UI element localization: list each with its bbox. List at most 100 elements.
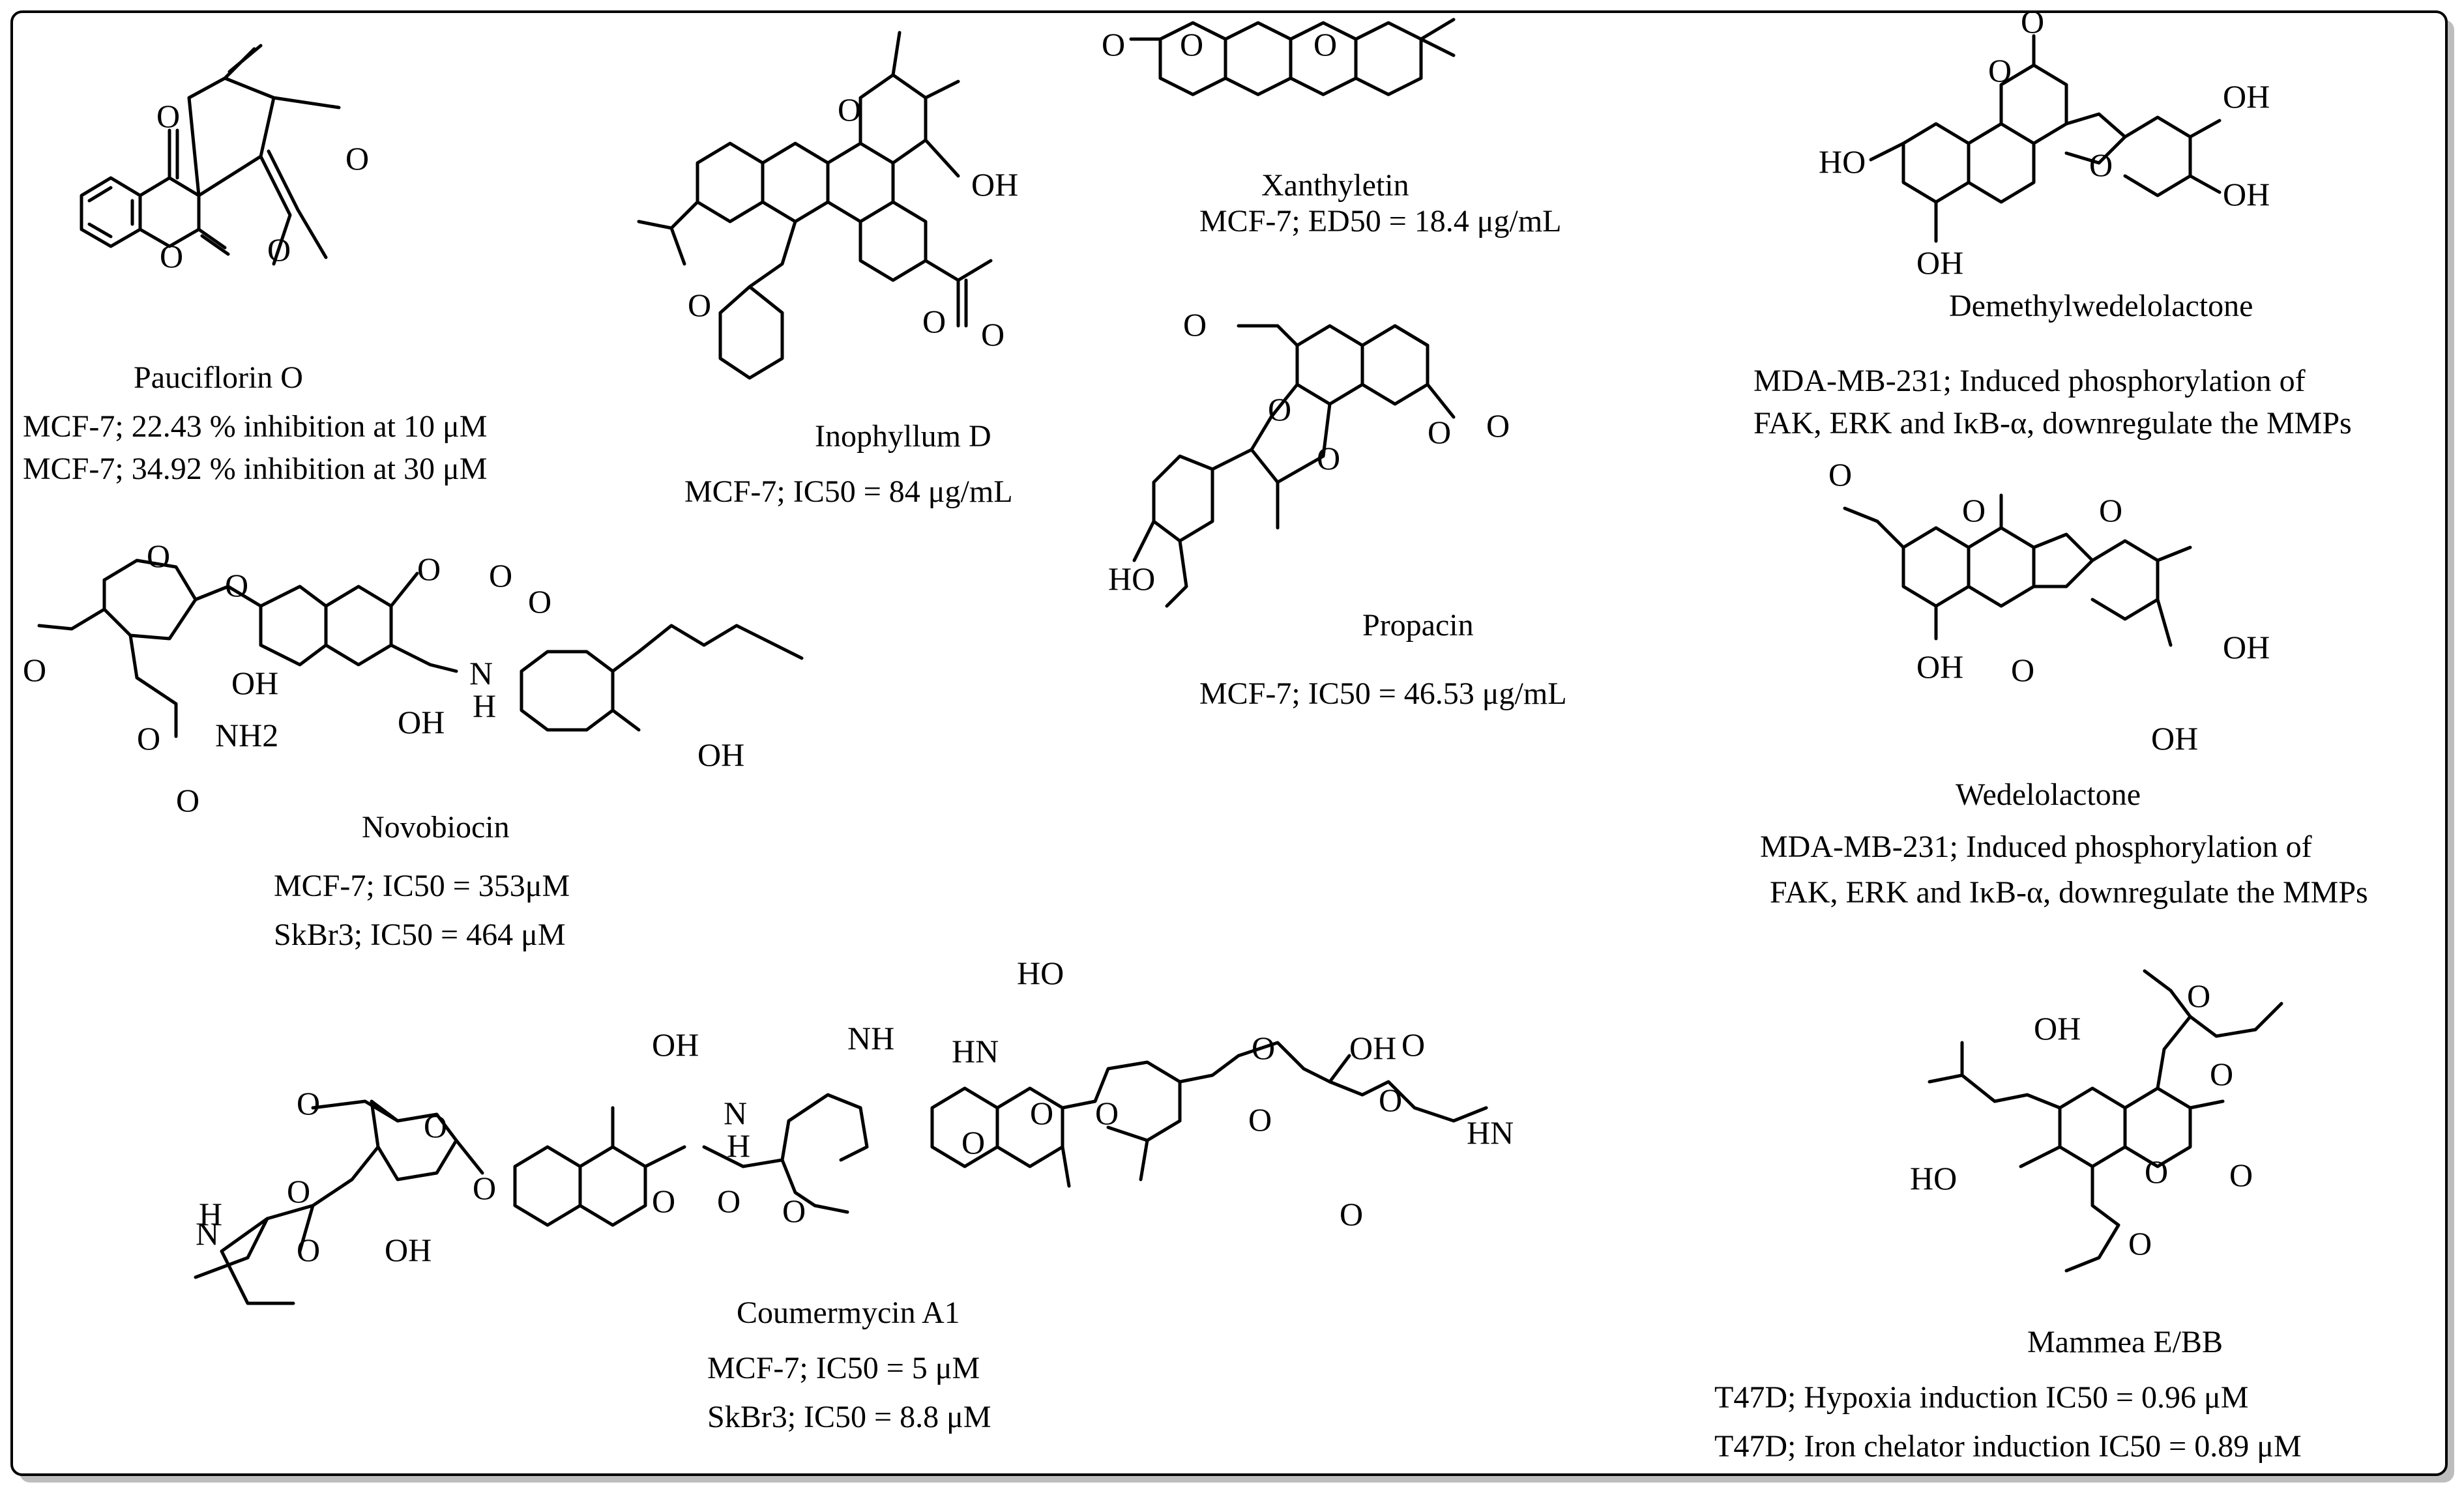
demethylwedelolactone-activity-1: MDA-MB-231; Induced phosphorylation of (1753, 364, 2306, 398)
coumermycin-a1-atom-o16: O (1340, 1196, 1363, 1232)
coumermycin-a1-atom-o11: O (1095, 1095, 1119, 1131)
novobiocin-atom-o2: O (225, 567, 248, 603)
propacin-atom-o1: O (1183, 306, 1207, 343)
xanthyletin-atom-o1: O (1102, 26, 1125, 63)
inophyllum-d-atom-o1: O (838, 91, 861, 128)
coumermycin-a1-name: Coumermycin A1 (737, 1296, 960, 1330)
inophyllum-d-atom-oh: OH (971, 166, 1018, 203)
propacin-atom-o3: O (1317, 440, 1340, 476)
pauciflorin-o-atom-o1: O (156, 98, 180, 134)
novobiocin-atom-o4: O (489, 557, 512, 594)
demethylwedelolactone-atom-oh2: OH (1916, 244, 1963, 281)
novobiocin-atom-oh1: OH (231, 665, 278, 701)
novobiocin-atom-nh2: NH2 (215, 717, 278, 753)
pauciflorin-o-activity-2: MCF-7; 34.92 % inhibition at 30 μM (23, 452, 487, 486)
coumermycin-a1-atom-o14: O (1401, 1026, 1425, 1063)
mammea-ebb-name: Mammea E/BB (2027, 1325, 2223, 1359)
xanthyletin-structure (1129, 18, 1456, 96)
mammea-ebb-atom-o4: O (2229, 1157, 2253, 1193)
wedelolactone-atom-o4: O (2011, 652, 2034, 688)
propacin-atom-o2: O (1268, 391, 1291, 427)
inophyllum-d-atom-o4: O (981, 316, 1005, 353)
mammea-ebb-activity-1: T47D; Hypoxia induction IC50 = 0.96 μM (1714, 1380, 2248, 1415)
novobiocin-activity-1: MCF-7; IC50 = 353μM (274, 869, 570, 903)
propacin-atom-o5: O (1486, 407, 1510, 444)
demethylwedelolactone-name: Demethylwedelolactone (1949, 289, 2253, 323)
demethylwedelolactone-atom-oh4: OH (2223, 176, 2270, 212)
pauciflorin-o-structure (80, 44, 341, 266)
propacin-structure (1132, 324, 1456, 608)
mammea-ebb-atom-o2: O (2210, 1056, 2233, 1092)
inophyllum-d-name: Inophyllum D (815, 419, 991, 454)
coumermycin-a1-atom-h2: H (727, 1127, 750, 1164)
novobiocin-atom-o3: O (417, 551, 441, 587)
wedelolactone-atom-oh1: OH (1916, 648, 1963, 685)
wedelolactone-activity-2: FAK, ERK and IκB-α, downregulate the MMP… (1770, 875, 2368, 910)
pauciflorin-o-activity-1: MCF-7; 22.43 % inhibition at 10 μM (23, 409, 487, 444)
demethylwedelolactone-atom-oh3: OH (2223, 78, 2270, 115)
propacin-name: Propacin (1362, 608, 1474, 643)
pauciflorin-o-atom-o3: O (160, 238, 183, 274)
demethylwedelolactone-atom-oh1: HO (1819, 143, 1866, 180)
propacin-atom-ho: HO (1108, 560, 1155, 597)
wedelolactone-name: Wedelolactone (1956, 777, 2141, 812)
novobiocin-atom-oh2: OH (398, 704, 445, 740)
xanthyletin-atom-o3: O (1313, 26, 1337, 63)
coumermycin-a1-atom-nh1: N (196, 1215, 219, 1252)
mammea-ebb-structure (1928, 969, 2283, 1273)
xanthyletin-atom-o2: O (1180, 26, 1203, 63)
coumermycin-a1-atom-o5: O (473, 1170, 496, 1206)
coumermycin-a1-atom-o9: O (961, 1124, 985, 1161)
novobiocin-atom-o7: O (137, 720, 160, 757)
coumermycin-a1-atom-o12: O (1252, 1030, 1275, 1066)
novobiocin-activity-2: SkBr3; IC50 = 464 μM (274, 918, 566, 952)
propacin-activity-1: MCF-7; IC50 = 46.53 μg/mL (1199, 676, 1567, 711)
inophyllum-d-atom-o3: O (922, 303, 946, 340)
novobiocin-atom-h: H (473, 688, 496, 724)
wedelolactone-atom-o1: O (1828, 456, 1852, 493)
novobiocin-atom-o5: O (528, 583, 551, 620)
coumermycin-a1-atom-o7: O (717, 1183, 741, 1219)
wedelolactone-atom-oh3: OH (2151, 720, 2198, 757)
coumermycin-a1-structure (194, 1041, 1488, 1305)
mammea-ebb-atom-o3: O (2145, 1153, 2168, 1190)
inophyllum-d-structure (637, 31, 993, 380)
pauciflorin-o-name: Pauciflorin O (134, 360, 303, 395)
coumermycin-a1-atom-h1: H (199, 1196, 222, 1232)
mammea-ebb-atom-oh2: HO (1910, 1160, 1957, 1196)
coumermycin-a1-atom-nh2: NH (847, 1020, 894, 1056)
coumermycin-a1-atom-o1: O (297, 1085, 320, 1122)
coumermycin-a1-atom-oh2: OH (652, 1026, 699, 1063)
coumermycin-a1-atom-hn2: HN (1467, 1114, 1514, 1151)
coumermycin-a1-atom-o6: O (652, 1183, 675, 1219)
mammea-ebb-atom-o5: O (2128, 1225, 2152, 1262)
demethylwedelolactone-structure (1869, 34, 2222, 243)
wedelolactone-atom-o2: O (1962, 492, 1986, 528)
novobiocin-atom-o6: O (23, 652, 46, 688)
inophyllum-d-atom-o2: O (688, 287, 711, 323)
coumermycin-a1-atom-o13: O (1248, 1101, 1272, 1138)
figure-frame (10, 10, 2448, 1476)
wedelolactone-atom-oh2: OH (2223, 629, 2270, 665)
coumermycin-a1-atom-o4: O (297, 1232, 320, 1268)
coumermycin-a1-atom-o8: O (782, 1193, 806, 1229)
xanthyletin-name: Xanthyletin (1261, 168, 1409, 203)
novobiocin-atom-o8: O (176, 782, 199, 818)
inophyllum-d-activity-1: MCF-7; IC50 = 84 μg/mL (684, 474, 1013, 509)
pauciflorin-o-atom-o2: O (345, 140, 369, 177)
coumermycin-a1-atom-o10: O (1030, 1095, 1053, 1131)
pauciflorin-o-atom-o4: O (267, 231, 291, 268)
novobiocin-structure (37, 558, 804, 738)
coumermycin-a1-atom-oh4: OH (1349, 1030, 1396, 1066)
novobiocin-atom-nh: N (469, 655, 493, 691)
coumermycin-a1-atom-o15: O (1379, 1082, 1402, 1118)
novobiocin-atom-oh3: OH (697, 736, 744, 773)
coumermycin-a1-activity-2: SkBr3; IC50 = 8.8 μM (707, 1400, 991, 1434)
demethylwedelolactone-atom-o1: O (1988, 52, 2012, 89)
coumermycin-a1-atom-o3: O (287, 1173, 310, 1209)
wedelolactone-atom-o3: O (2099, 492, 2122, 528)
xanthyletin-activity-1: MCF-7; ED50 = 18.4 μg/mL (1199, 204, 1562, 239)
demethylwedelolactone-atom-o3: O (2089, 147, 2113, 183)
